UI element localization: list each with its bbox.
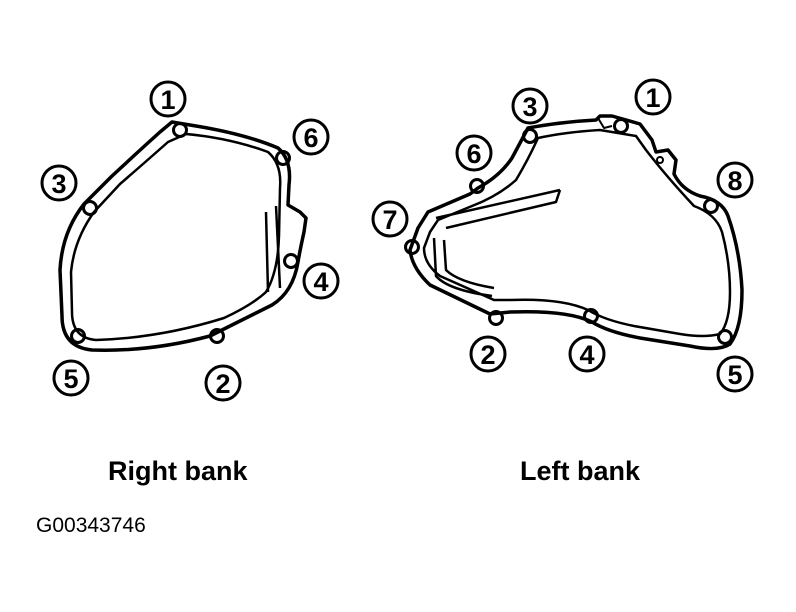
right-callout-2-label: 2: [215, 369, 230, 399]
left-callout-5: 5: [716, 355, 754, 393]
figure-id: G00343746: [36, 514, 146, 537]
left-bolt-hole-3: [522, 128, 538, 144]
right-bolt-hole-3: [82, 200, 98, 216]
left-callout-4-label: 4: [579, 340, 594, 370]
left-bolt-hole-6: [469, 178, 485, 194]
right-callout-6-label: 6: [303, 123, 318, 153]
left-bank-caption: Left bank: [520, 456, 641, 486]
right-bolt-hole-4: [283, 253, 299, 269]
left-callout-8-label: 8: [727, 166, 742, 196]
left-callout-2-label: 2: [480, 340, 495, 370]
left-gasket-outer-edge: [408, 114, 744, 351]
right-bolt-hole-6: [275, 150, 291, 166]
right-callout-1: 1: [149, 80, 187, 118]
right-gasket-outer-edge: [58, 120, 308, 352]
left-callout-3-label: 3: [522, 92, 537, 122]
left-callout-2: 2: [469, 335, 507, 373]
left-callout-1: 1: [634, 78, 672, 116]
left-bolt-hole-4: [583, 308, 599, 324]
left-callout-4: 4: [568, 335, 606, 373]
left-gasket-tab-hole: [656, 156, 664, 164]
right-callout-5-label: 5: [63, 364, 78, 394]
right-callout-3: 3: [40, 164, 78, 202]
right-bolt-hole-5: [70, 328, 86, 344]
right-callout-4-label: 4: [313, 267, 328, 297]
left-bolt-hole-8: [703, 198, 719, 214]
right-bank-caption: Right bank: [108, 456, 248, 486]
right-gasket-inner-edge: [69, 132, 282, 342]
left-callout-6-label: 6: [466, 139, 481, 169]
left-callout-7: 7: [371, 200, 409, 238]
left-bolt-hole-1: [613, 118, 629, 134]
left-bank-gasket: [404, 114, 744, 351]
right-bank-gasket: [58, 120, 308, 352]
left-callout-5-label: 5: [727, 360, 742, 390]
left-callout-1-label: 1: [645, 83, 660, 113]
left-gasket-runner-upper: [435, 188, 562, 230]
left-callout-7-label: 7: [382, 205, 397, 235]
left-callout-8: 8: [716, 161, 754, 199]
left-bank-callouts: 3 1 6 8 7 2 4 5: [371, 78, 754, 393]
right-callout-2: 2: [204, 364, 242, 402]
right-callout-1-label: 1: [160, 85, 175, 115]
left-callout-3: 3: [511, 87, 549, 125]
left-bolt-hole-7: [404, 239, 420, 255]
left-gasket-notch: [597, 117, 613, 129]
left-gasket-runner-lower: [432, 237, 495, 298]
left-bolt-hole-5: [717, 329, 733, 345]
right-bank-callouts: 1 6 3 4 5 2: [40, 80, 340, 402]
right-bolt-hole-1: [172, 122, 188, 138]
right-callout-5: 5: [52, 359, 90, 397]
left-callout-6: 6: [455, 134, 493, 172]
left-gasket-inner-edge: [422, 128, 732, 338]
right-callout-4: 4: [302, 262, 340, 300]
left-bolt-hole-2: [488, 310, 504, 326]
right-callout-6: 6: [292, 118, 330, 156]
right-callout-3-label: 3: [51, 169, 66, 199]
right-bolt-hole-2: [209, 328, 225, 344]
right-gasket-strip: [264, 205, 282, 293]
